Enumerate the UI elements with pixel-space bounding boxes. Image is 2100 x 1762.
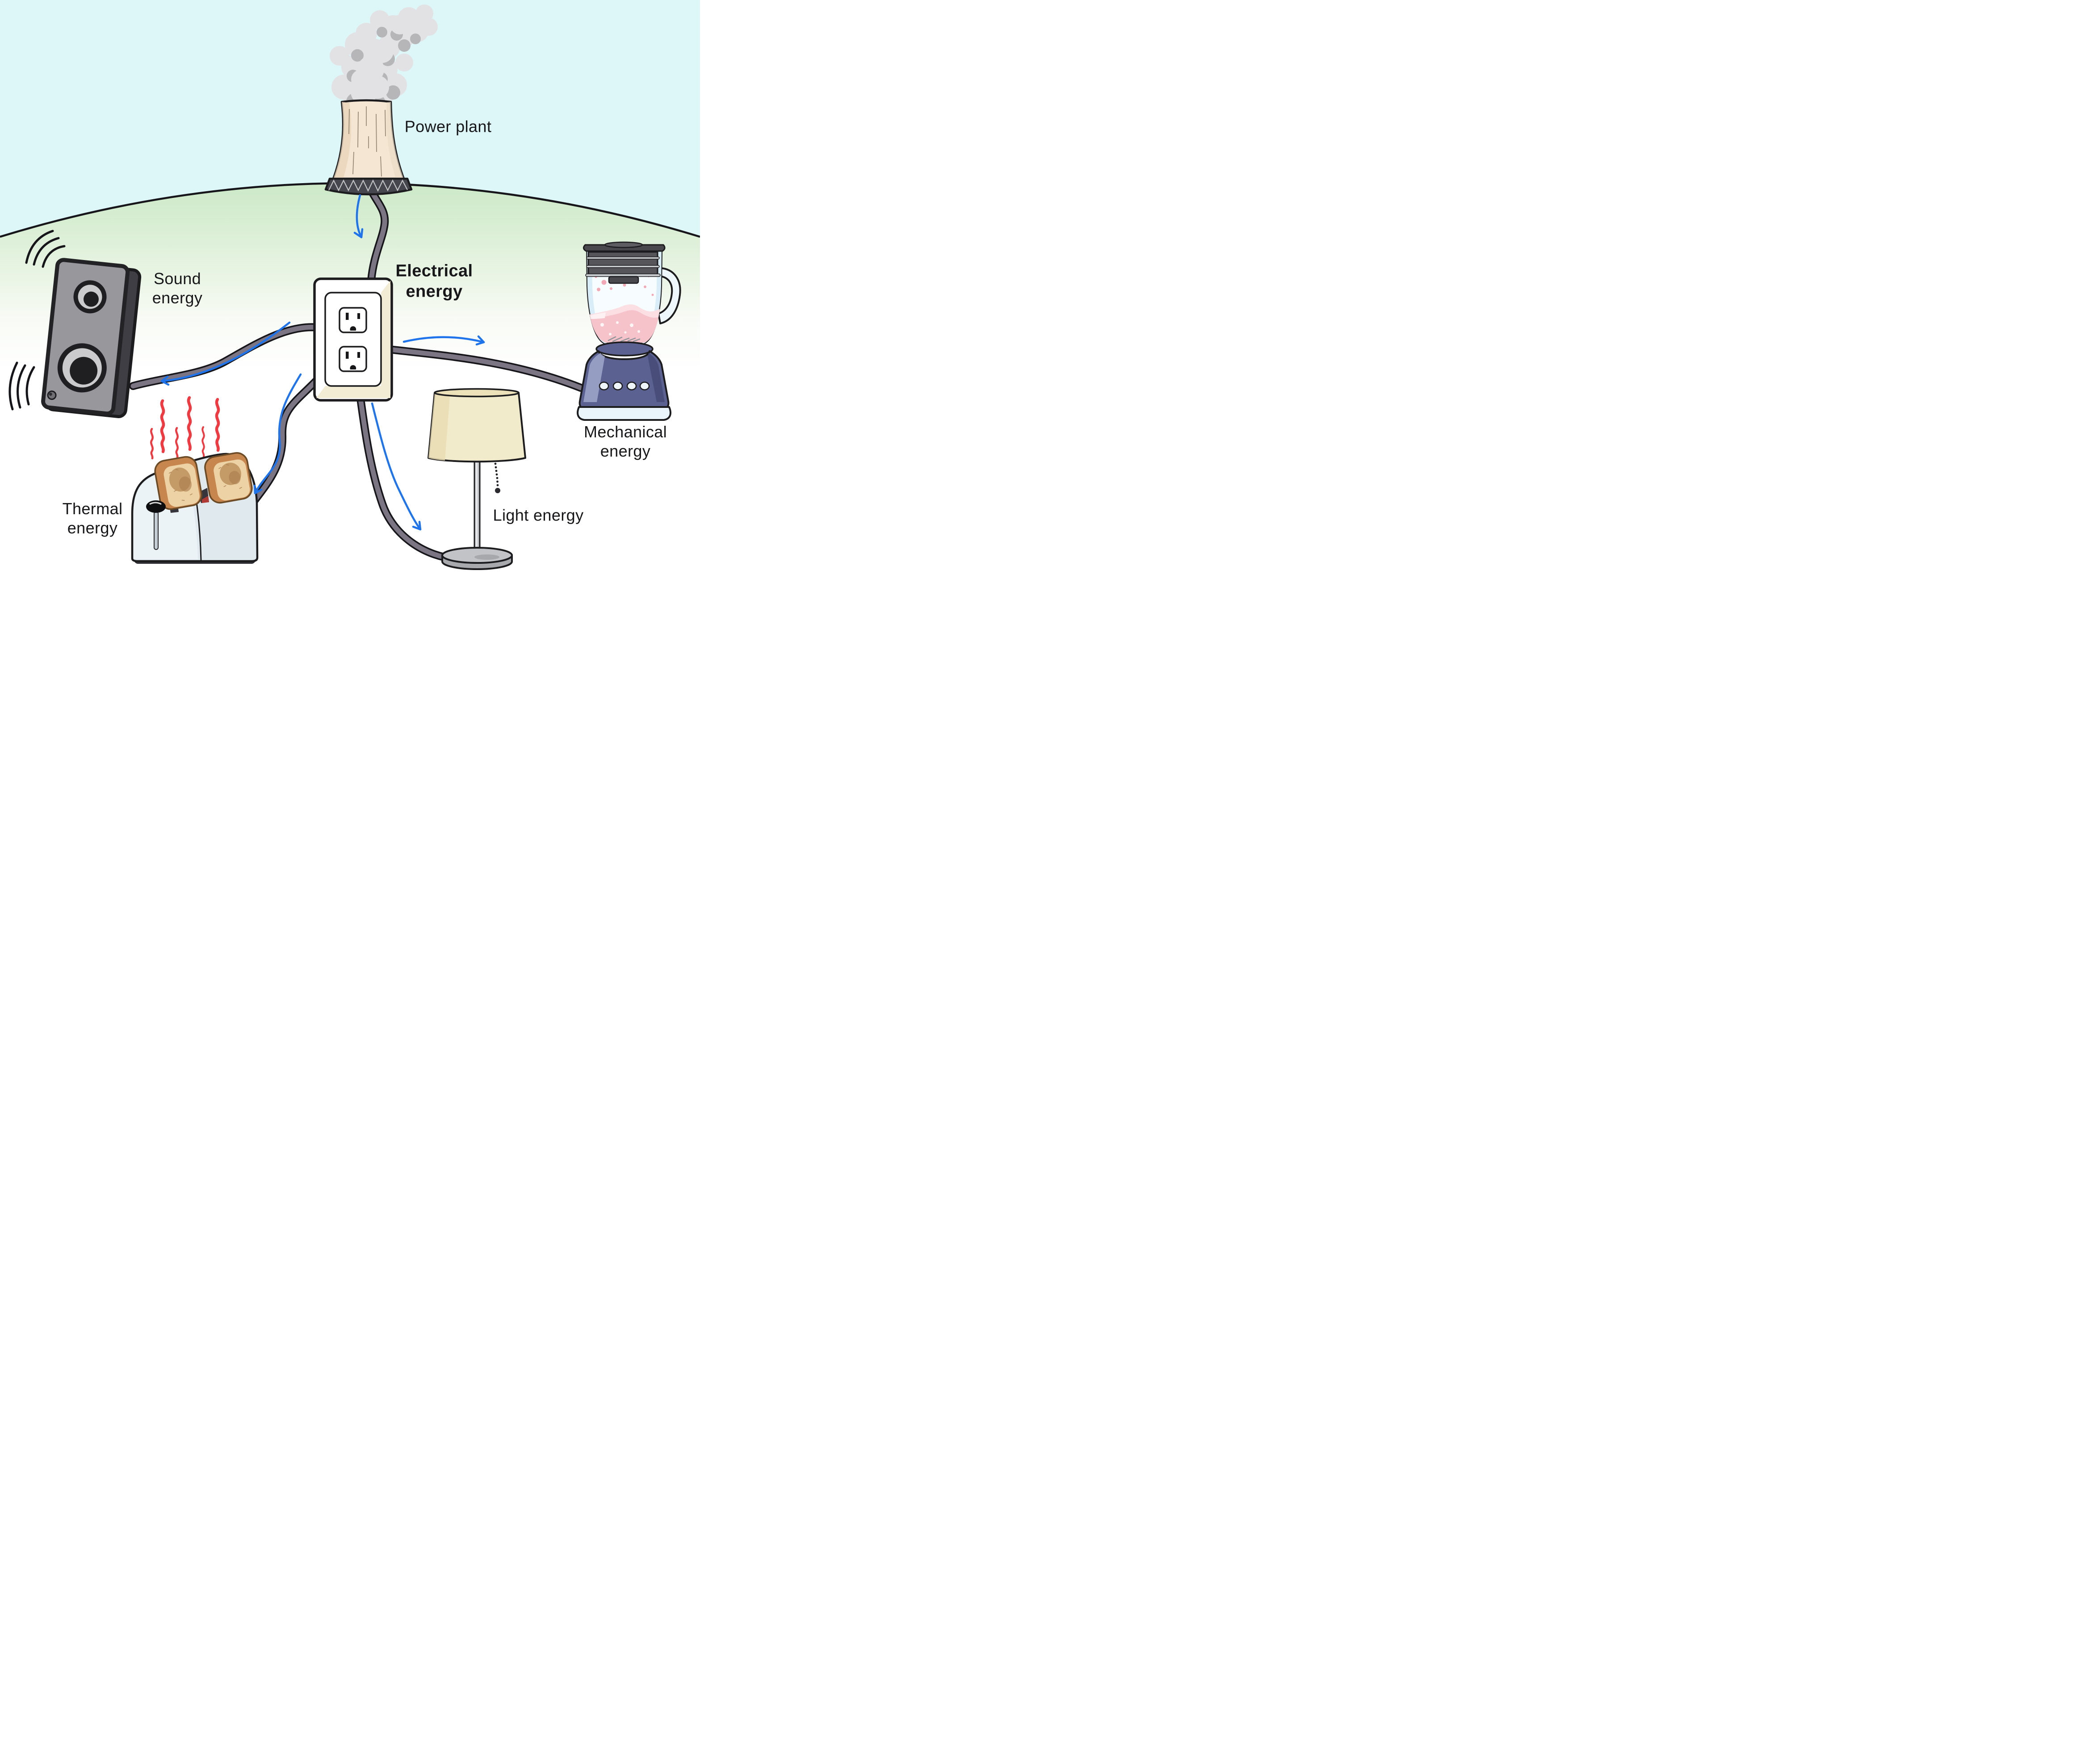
tower-cracks	[348, 106, 386, 177]
arrow-to-speaker	[160, 321, 291, 386]
label-sound-energy: Sound energy	[152, 269, 203, 307]
label-light-energy: Light energy	[493, 506, 584, 524]
wire-outlet-to-blender	[386, 345, 585, 392]
sound-waves-icon	[8, 230, 66, 411]
speaker-icon	[41, 258, 142, 418]
energy-transformation-diagram: Power plant Electrical energy Sound ener…	[0, 0, 700, 587]
lamp-shade	[428, 388, 526, 463]
label-electrical-energy: Electrical energy	[395, 261, 473, 301]
arrow-to-outlet	[353, 194, 364, 239]
toaster-lever	[146, 500, 166, 550]
lamp-base	[441, 547, 513, 570]
energy-flow-arrows	[160, 194, 485, 531]
heat-waves-icon	[150, 396, 220, 460]
volume-knob	[47, 390, 57, 400]
wire-outlet-to-toaster	[251, 375, 322, 504]
wire-powerplant-to-outlet	[365, 183, 389, 285]
lamp-pole	[474, 458, 481, 556]
label-power-plant: Power plant	[404, 117, 492, 136]
blender-buttons[interactable]	[599, 382, 650, 390]
liquid-bubbles	[600, 321, 640, 336]
toast-slice-left	[154, 456, 202, 510]
blender-lid[interactable]	[583, 241, 666, 284]
label-thermal-energy: Thermal energy	[62, 499, 123, 537]
slot-glow	[202, 496, 209, 503]
outlet-socket-top[interactable]	[339, 307, 367, 333]
jar-handle[interactable]	[658, 267, 681, 324]
smoke-icon	[330, 4, 438, 111]
tower-base	[324, 177, 413, 196]
outlet-icon	[313, 277, 393, 402]
wires	[129, 183, 585, 563]
toast-slice-right	[204, 452, 253, 504]
blender-base	[577, 341, 671, 421]
wire-outlet-to-lamp	[356, 391, 464, 563]
arrow-to-toaster	[253, 373, 302, 495]
woofer	[57, 343, 107, 393]
outlet-socket-bottom[interactable]	[339, 346, 367, 372]
power-plant-icon	[324, 99, 413, 196]
lamp-icon	[428, 388, 526, 570]
tweeter	[73, 280, 107, 314]
label-mechanical-energy: Mechanical energy	[583, 422, 667, 460]
arrow-to-lamp	[371, 402, 422, 531]
scene-illustration	[0, 0, 700, 587]
lamp-pull-chain[interactable]	[494, 462, 500, 493]
arrow-to-blender	[402, 335, 485, 346]
outlet-plate-bevel	[316, 281, 390, 398]
toaster-icon	[131, 396, 259, 564]
blender-icon	[577, 241, 681, 421]
blender-blades	[608, 336, 641, 342]
tower-base-zigzag	[328, 179, 408, 192]
blender-foot	[577, 406, 671, 421]
